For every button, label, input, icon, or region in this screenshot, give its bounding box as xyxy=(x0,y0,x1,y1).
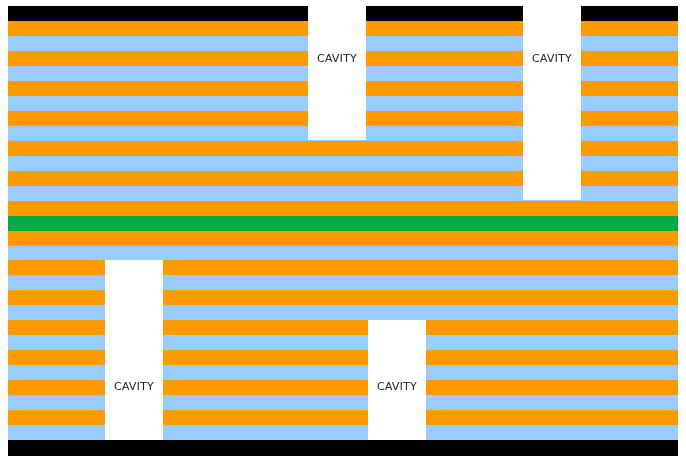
prepreg-layer xyxy=(8,410,678,426)
cavity-label: CAVITY xyxy=(532,52,572,65)
center-layer xyxy=(8,215,678,232)
prepreg-layer xyxy=(8,290,678,306)
cavity-label: CAVITY xyxy=(317,52,357,65)
core-layer xyxy=(8,185,678,202)
core-layer xyxy=(8,245,678,262)
core-layer xyxy=(8,395,678,411)
prepreg-layer xyxy=(8,320,678,336)
core-layer xyxy=(8,305,678,321)
core-layer xyxy=(8,275,678,292)
core-layer xyxy=(8,425,678,441)
core-layer xyxy=(8,155,678,172)
outer-copper-layer xyxy=(8,440,678,456)
cavity-top-left: CAVITY xyxy=(308,6,366,140)
prepreg-layer xyxy=(8,380,678,396)
prepreg-layer xyxy=(8,140,678,157)
core-layer xyxy=(8,365,678,381)
prepreg-layer xyxy=(8,260,678,277)
cavity-label: CAVITY xyxy=(377,380,417,393)
cavity-bottom-right: CAVITY xyxy=(368,320,426,440)
core-layer xyxy=(8,335,678,351)
prepreg-layer xyxy=(8,170,678,187)
pcb-layer-stack: CAVITY CAVITY CAVITY CAVITY xyxy=(8,6,678,456)
prepreg-layer xyxy=(8,230,678,247)
prepreg-layer xyxy=(8,350,678,366)
prepreg-layer xyxy=(8,200,678,217)
cavity-bottom-left: CAVITY xyxy=(105,260,163,440)
cavity-top-right: CAVITY xyxy=(523,6,581,200)
cavity-label: CAVITY xyxy=(114,380,154,393)
